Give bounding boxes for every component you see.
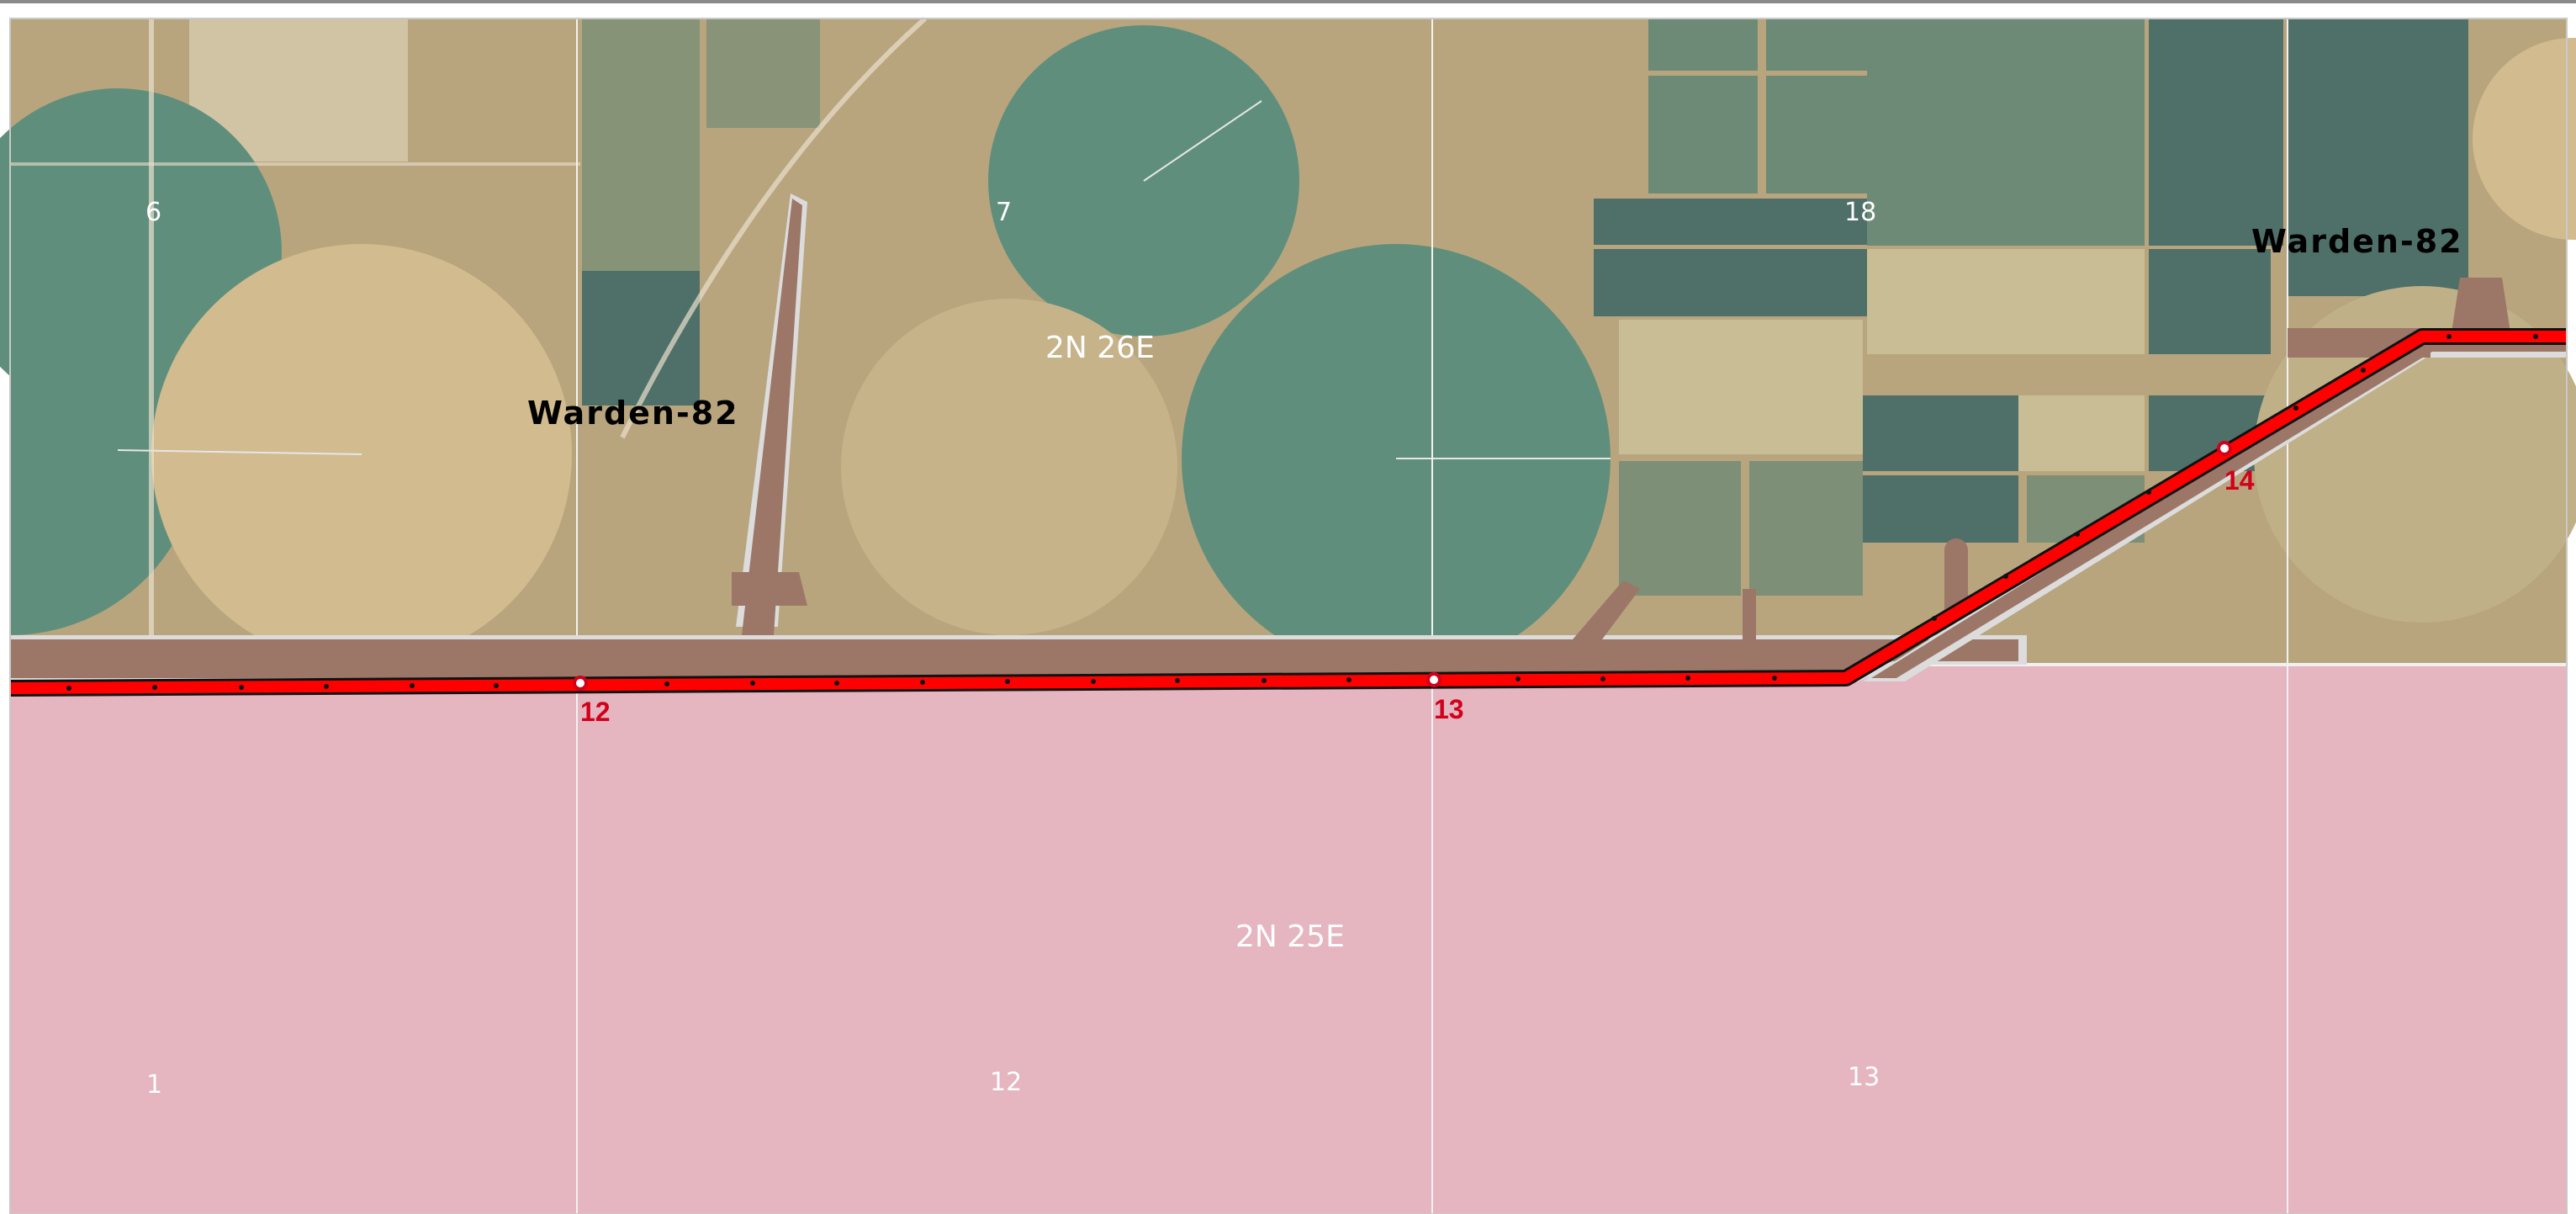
section-label: 12 (990, 1068, 1023, 1097)
milepost-label: 14 (2224, 465, 2255, 496)
section-label: 13 (1848, 1063, 1880, 1092)
milepost-marker (573, 676, 588, 691)
section-label: 18 (1844, 198, 1877, 227)
milepost-label: 13 (1434, 694, 1464, 724)
section-label: 6 (145, 198, 162, 227)
crop-field (582, 19, 700, 271)
crop-field (706, 19, 820, 128)
pivot-arm (1143, 100, 1262, 182)
map-border (9, 18, 2568, 1214)
pivot-circle (841, 299, 1177, 635)
access-corridor (10, 193, 2567, 681)
milepost-marker (1426, 672, 1441, 687)
pivot-circle (2254, 286, 2576, 623)
section-label: 1 (146, 1070, 163, 1100)
pivot-arm (117, 449, 362, 455)
township-label: 2N 25E (1235, 920, 1345, 954)
route-warden-82 (9, 328, 2567, 697)
top-border (0, 0, 2576, 3)
township-label: 2N 26E (1045, 331, 1155, 365)
milepost-marker (2217, 441, 2232, 456)
restricted-zone (10, 665, 2567, 1214)
route-label: Warden-82 (2251, 223, 2463, 260)
milepost-label: 12 (580, 697, 611, 727)
section-label: 7 (996, 198, 1013, 227)
pivot-circle (2473, 38, 2576, 240)
crop-grid (1594, 19, 2468, 596)
dirt-road (620, 16, 927, 439)
crop-field (582, 271, 700, 406)
route-label: Warden-82 (527, 395, 739, 432)
